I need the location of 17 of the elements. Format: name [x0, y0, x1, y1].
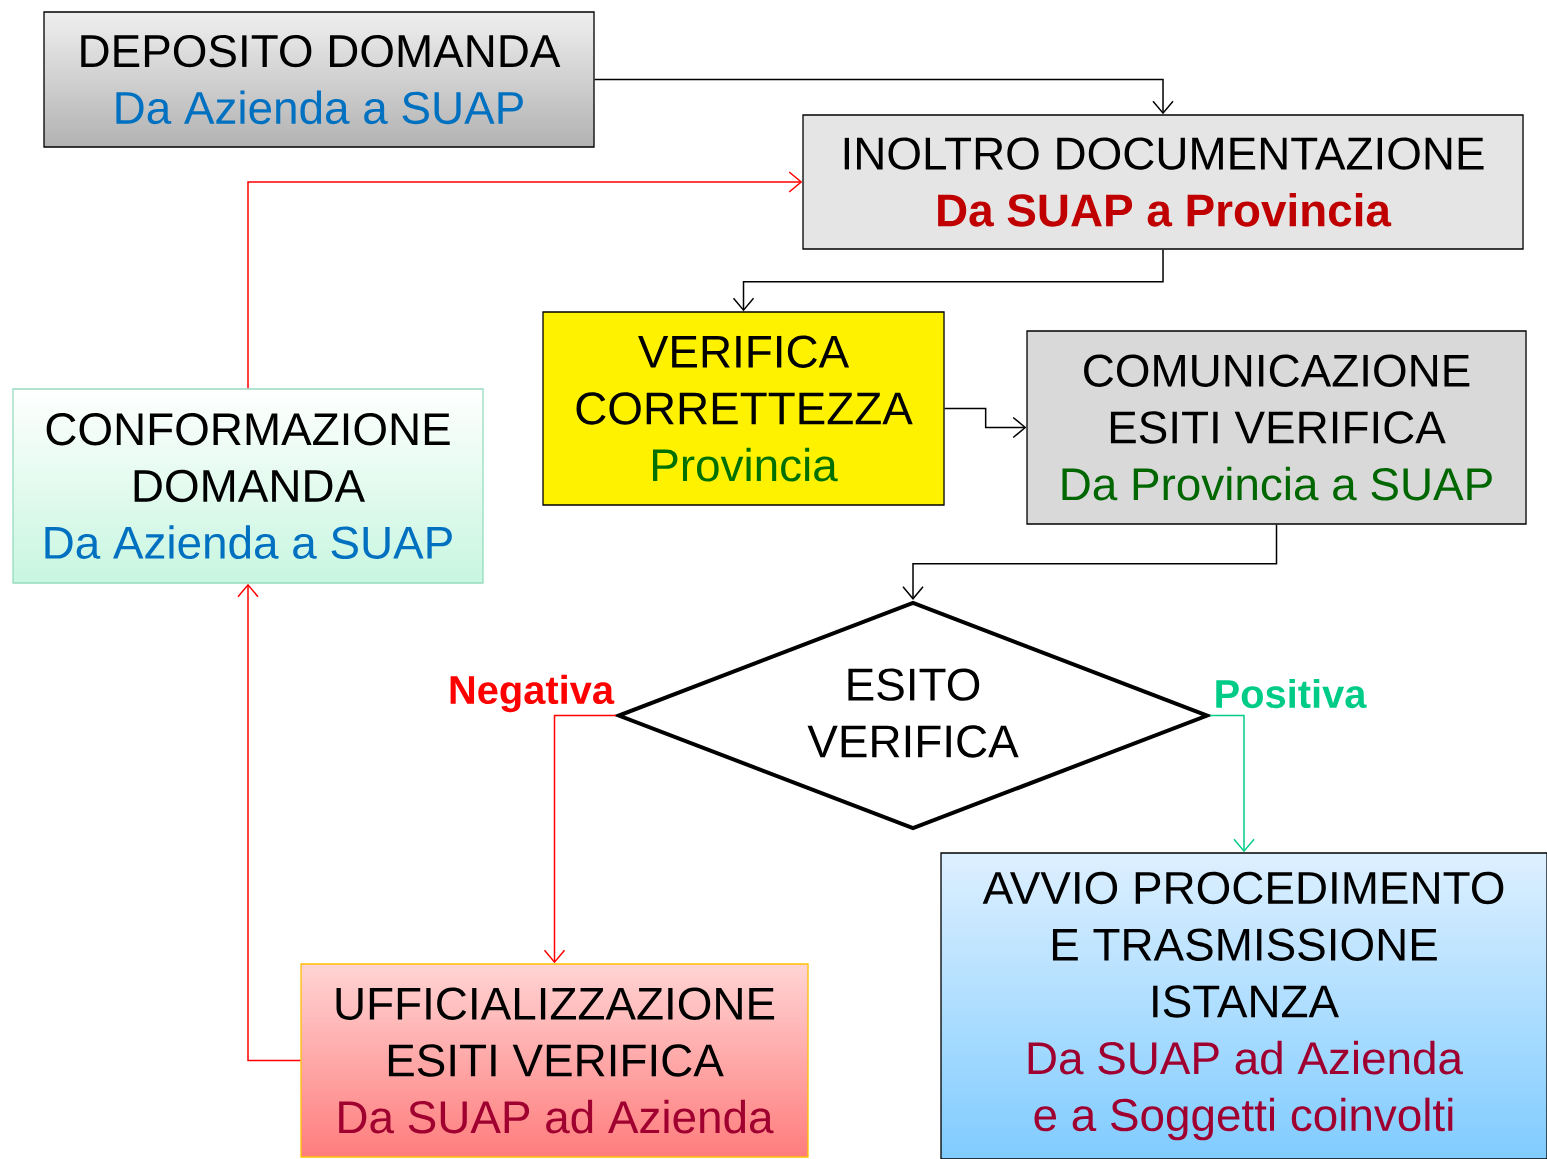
arrow [943, 407, 1027, 439]
process-box: INOLTRO DOCUMENTAZIONE Da SUAP a Provincia [802, 114, 1524, 250]
process-box: UFFICIALIZZAZIONE ESITI VERIFICA Da SUAP ad Azienda [300, 963, 809, 1158]
process-box: CONFORMAZIONE DOMANDA Da Azienda a SUAP [12, 388, 484, 584]
edge-label: Negativa [446, 673, 616, 714]
arrow [902, 523, 1278, 600]
edge-label: Positiva [1212, 677, 1368, 710]
arrow [732, 248, 1164, 312]
arrow [247, 171, 803, 390]
arrow [593, 78, 1174, 115]
arrow [543, 714, 617, 964]
process-box: DEPOSITO DOMANDA Da Azienda a SUAP [43, 11, 595, 148]
process-box: COMUNICAZIONE ESITI VERIFICA Da Provincia a SUAP [1026, 330, 1527, 525]
process-box: AVVIO PROCEDIMENTO E TRASMISSIONE ISTANZA Da SUAP ad Azienda e a Soggetti coinvolti [940, 852, 1547, 1159]
arrow [1209, 714, 1255, 853]
process-box: VERIFICA CORRETTEZZA Provincia [542, 311, 945, 506]
arrow [237, 583, 302, 1062]
